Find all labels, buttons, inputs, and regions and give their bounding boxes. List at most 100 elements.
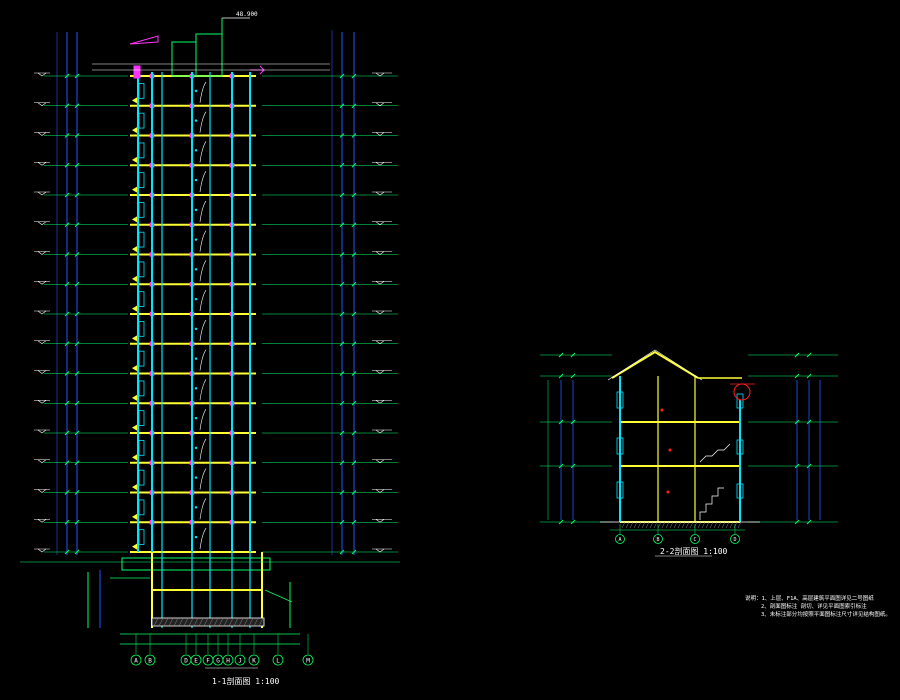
detail-callout <box>733 383 751 401</box>
balcony-marker <box>132 127 137 134</box>
door-marker <box>194 387 198 390</box>
hatch-stroke <box>198 617 204 627</box>
hatch-stroke <box>637 521 642 529</box>
stair-line <box>199 171 207 193</box>
elevation-marker-left <box>37 310 47 315</box>
hatch-stroke <box>701 521 706 529</box>
stair-line <box>199 290 207 312</box>
dim-tick <box>558 419 564 425</box>
window-opening <box>736 393 744 409</box>
balcony-marker <box>132 216 137 223</box>
elevation-marker-left <box>37 400 47 404</box>
stair-line <box>199 319 207 341</box>
axis-bubble <box>690 534 700 544</box>
hatch-stroke <box>681 521 686 529</box>
dim-tick <box>64 371 70 376</box>
axis-bubble <box>190 654 202 666</box>
dim-tick <box>74 400 80 406</box>
axis-label: D <box>733 537 736 543</box>
axis-label: B <box>656 537 659 543</box>
dim-tick <box>794 419 800 425</box>
dim-tick <box>351 460 357 466</box>
elevation-marker-right <box>375 400 385 404</box>
window-opening <box>616 481 624 499</box>
door-marker <box>194 208 198 212</box>
balcony-marker <box>132 454 137 461</box>
dim-tick <box>339 341 345 347</box>
hatch-stroke <box>669 521 674 529</box>
dim-tick <box>558 352 564 358</box>
hatch-stroke <box>163 617 169 627</box>
hatch-stroke <box>713 521 718 529</box>
dim-tick <box>351 549 357 555</box>
hatch-stroke <box>253 617 259 627</box>
dim-tick <box>806 519 812 525</box>
dim-tick <box>558 463 564 469</box>
elevation-marker-left <box>37 519 47 523</box>
balcony-marker <box>132 186 137 193</box>
hatch-stroke <box>203 617 209 627</box>
window-opening <box>138 469 145 486</box>
dim-tick <box>794 352 800 358</box>
note-line-3: 3、未标注部分均按照平面图标注尺寸详见结构图纸。 <box>761 612 891 618</box>
dim-tick <box>351 281 357 287</box>
hatch-stroke <box>725 521 730 529</box>
dim-tick <box>74 371 80 376</box>
dim-tick <box>794 373 800 379</box>
balcony-marker <box>132 484 137 491</box>
axis-label: A <box>618 537 621 543</box>
axis-bubble <box>222 654 234 666</box>
hatch-stroke <box>178 617 184 627</box>
elevation-marker-right <box>375 489 385 493</box>
window-opening <box>138 410 145 426</box>
hatch-stroke <box>193 617 199 627</box>
dim-tick <box>339 371 345 376</box>
hatch-stroke <box>233 617 239 627</box>
dim-tick <box>570 373 576 379</box>
door-marker <box>194 476 198 479</box>
axis-bubble <box>130 654 142 666</box>
hatch-stroke <box>705 521 710 529</box>
balcony-marker <box>132 424 137 431</box>
dim-tick <box>64 192 70 198</box>
dim-tick <box>351 162 357 168</box>
roof-elevation-block: 48.900 <box>236 11 258 18</box>
stair-line <box>199 230 207 252</box>
hatch-stroke <box>709 521 714 529</box>
window-opening <box>138 261 145 278</box>
dim-tick <box>339 73 345 79</box>
stair-line <box>199 438 207 460</box>
dim-tick <box>339 430 345 436</box>
axis-label: E <box>194 658 198 665</box>
axis-label: J <box>238 658 242 665</box>
stair-line <box>199 260 207 282</box>
dim-tick <box>339 103 345 109</box>
elevation-marker-right <box>375 221 385 226</box>
roof-pitch <box>611 350 699 379</box>
ground-beam <box>121 557 271 571</box>
dim-tick <box>339 400 345 406</box>
dim-tick <box>339 490 345 495</box>
hatch-stroke <box>218 617 224 627</box>
dim-tick <box>339 311 345 317</box>
dim-tick <box>806 352 812 358</box>
hatch-stroke <box>173 617 179 627</box>
dim-tick <box>794 463 800 469</box>
hatch-stroke <box>653 521 658 529</box>
dim-tick <box>339 222 345 228</box>
door-marker <box>194 327 198 331</box>
elevation-marker-right <box>375 340 385 345</box>
hatch-stroke <box>248 617 254 627</box>
note-line-2: 2、剖面图标注 剖切、详见平面图索引标注 <box>761 604 867 610</box>
hatch-stroke <box>208 617 214 627</box>
hatch-stroke <box>729 521 734 529</box>
axis-bubble <box>144 654 156 666</box>
hatch-stroke <box>243 617 249 627</box>
dim-tick <box>64 162 70 168</box>
dim-tick <box>339 192 345 198</box>
dim-tick <box>806 373 812 379</box>
axis-bubble <box>272 654 284 666</box>
hatch-stroke <box>621 521 626 529</box>
section-2-title: 2-2剖面图 <box>660 547 699 556</box>
